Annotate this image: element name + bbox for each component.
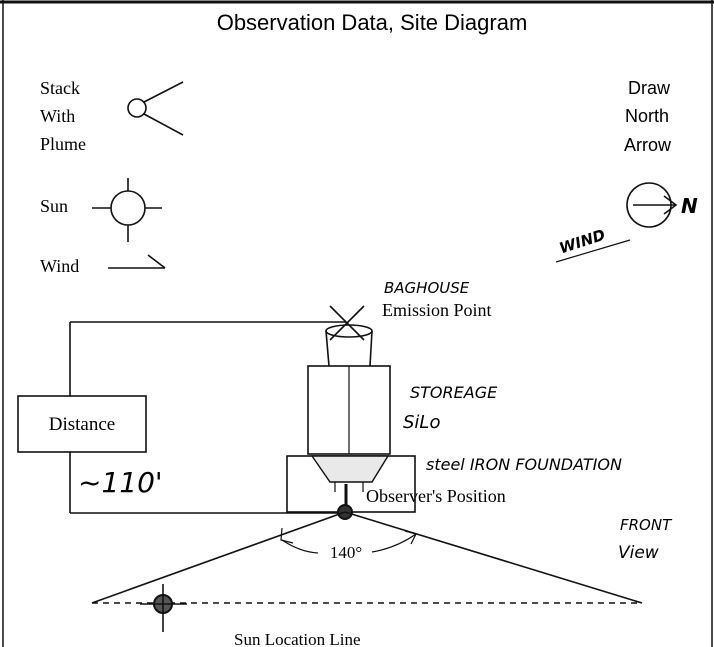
distance-box: [17, 395, 147, 453]
distance-bracket: [69, 321, 346, 514]
north-label-3: Arrow: [624, 135, 672, 155]
diagram-title: Observation Data, Site Diagram: [217, 10, 528, 35]
north-label-1: Draw: [628, 78, 671, 98]
wind-note-text: WIND: [557, 226, 607, 258]
wind-icon: [108, 254, 166, 269]
sun-position-marker: [140, 584, 187, 632]
sun-icon: [92, 178, 162, 242]
sun-line-label: Sun Location Line: [234, 630, 361, 647]
silo-hopper: [310, 455, 390, 492]
wind-note: WIND: [557, 226, 607, 258]
emission-label-2: Emission Point: [382, 300, 492, 320]
stack-plume-icon: [127, 81, 184, 136]
silo-label-2: SiLo: [403, 412, 440, 433]
baghouse-top: [325, 324, 373, 367]
north-label-2: North: [625, 106, 669, 126]
north-arrow-icon: [626, 182, 678, 228]
distance-value: ~110': [78, 466, 163, 499]
silo-label-1: STOREAGE: [410, 383, 498, 402]
north-letter: N: [681, 194, 698, 218]
view-label-1: FRONT: [620, 516, 673, 534]
view-label-2: View: [618, 543, 659, 563]
legend-wind-label: Wind: [40, 256, 79, 276]
foundation-label: steel IRON FOUNDATION: [426, 455, 622, 474]
legend-stack-label-1: Stack: [40, 78, 80, 98]
angle-label: 140°: [330, 543, 362, 562]
view-triangle: [91, 511, 643, 604]
emission-point-marker: [329, 305, 365, 341]
wind-note-stroke: [555, 239, 631, 263]
angle-arc: [280, 527, 417, 554]
legend-sun-label: Sun: [40, 196, 68, 216]
legend-stack-label-2: With: [40, 106, 75, 126]
legend-stack-label-3: Plume: [40, 134, 86, 154]
emission-label-1: BAGHOUSE: [384, 279, 470, 297]
distance-label: Distance: [49, 414, 115, 435]
observer-label: Observer's Position: [366, 486, 506, 506]
